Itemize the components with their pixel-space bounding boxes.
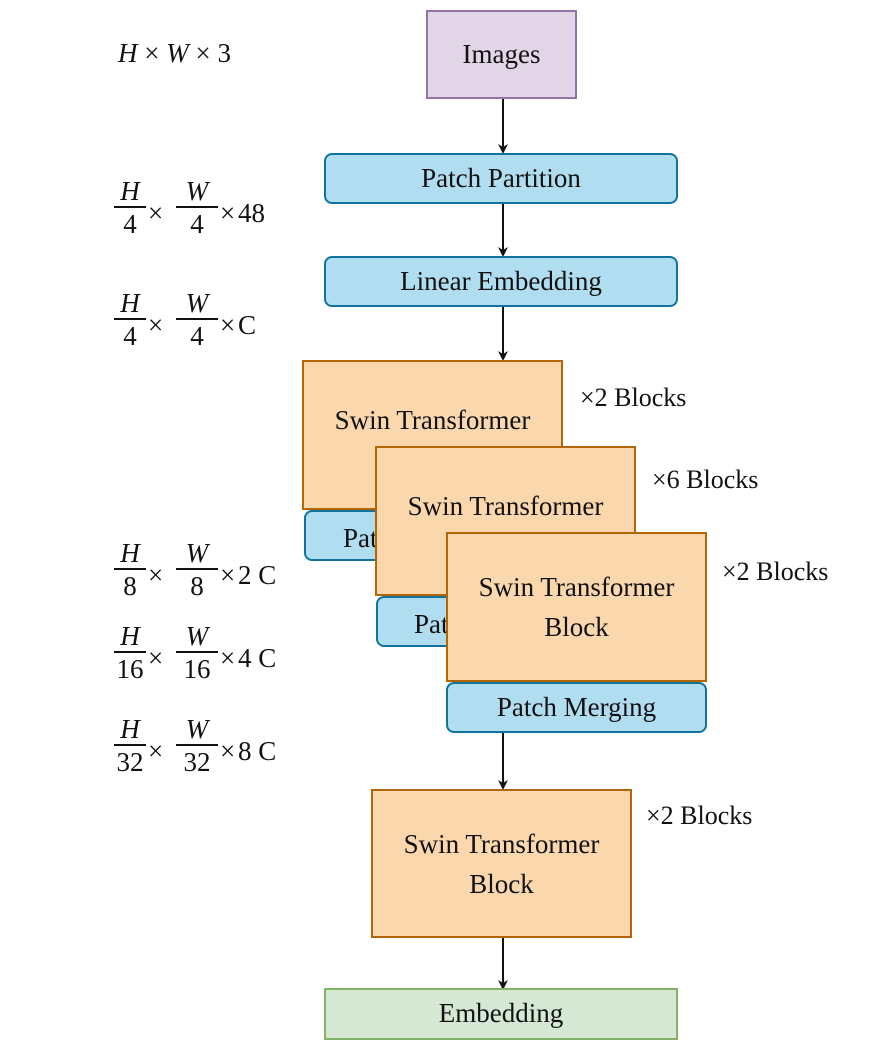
dim-d4-w-num: W xyxy=(185,621,209,651)
stage2-block-count: ×6 Blocks xyxy=(652,465,759,494)
dim-d2-h-num: H xyxy=(120,288,140,318)
times-sign: × xyxy=(148,736,164,766)
fraction-bar xyxy=(176,744,218,746)
stage4-swin-block-node: Swin Transformer Block xyxy=(371,789,632,938)
dim-d1-c: 48 xyxy=(238,198,265,228)
times-sign: × xyxy=(148,560,164,590)
fraction-bar xyxy=(176,318,218,320)
fraction-bar xyxy=(114,568,146,570)
embedding-output-node: Embedding xyxy=(324,988,678,1040)
dim-d1-h-num: H xyxy=(120,176,140,206)
fraction-bar xyxy=(114,744,146,746)
dim-d5-c: 8 C xyxy=(238,736,277,766)
dim-d5-h-num: H xyxy=(120,714,140,744)
dim-d4-c: 4 C xyxy=(238,643,277,673)
dim-d4-h-num: H xyxy=(120,621,140,651)
dim-d4-w-den: 16 xyxy=(183,654,211,684)
stage1-swin-block-node: Swin Transformer Block xyxy=(302,360,563,510)
stage3-swin-block-node: Swin Transformer Block xyxy=(446,532,707,682)
stage4-swin-block-label: Swin Transformer Block xyxy=(403,828,600,899)
times-sign: × xyxy=(195,38,211,68)
dim-d5-w-den: 32 xyxy=(183,747,211,777)
images-node: Images xyxy=(426,10,577,99)
patch-partition-label: Patch Partition xyxy=(421,162,581,193)
fraction-bar xyxy=(176,651,218,653)
dim-d1-w-den: 4 xyxy=(190,209,204,239)
dim-d5-h-den: 32 xyxy=(116,747,144,777)
times-sign: × xyxy=(148,198,164,228)
stage1-block-count: ×2 Blocks xyxy=(580,383,687,412)
times-sign: × xyxy=(220,198,236,228)
stage3-block-count: ×2 Blocks xyxy=(722,557,829,586)
dim-input-w: W xyxy=(166,38,189,68)
dim-d3-w-den: 8 xyxy=(190,571,204,601)
times-sign: × xyxy=(220,736,236,766)
fraction-bar xyxy=(114,318,146,320)
patch-partition-node: Patch Partition xyxy=(324,153,678,204)
fraction-bar xyxy=(114,206,146,208)
dim-d2-w-num: W xyxy=(185,288,209,318)
fraction-bar xyxy=(176,568,218,570)
times-sign: × xyxy=(148,643,164,673)
dim-d2-c: C xyxy=(238,310,257,340)
times-sign: × xyxy=(220,560,236,590)
dim-d4-h-den: 16 xyxy=(116,654,144,684)
dim-d5-w-num: W xyxy=(185,714,209,744)
stage3-swin-block-label: Swin Transformer Block xyxy=(478,572,675,642)
times-sign: × xyxy=(144,38,160,68)
dim-input-h: H xyxy=(118,38,138,68)
fraction-bar xyxy=(176,206,218,208)
linear-embedding-label: Linear Embedding xyxy=(400,265,602,296)
stage3-patch-merging-node: Patch Merging xyxy=(446,682,707,733)
images-label: Images xyxy=(462,38,541,69)
times-sign: × xyxy=(220,643,236,673)
dim-input: H × W × 3 xyxy=(118,38,231,69)
dim-d1-w-num: W xyxy=(185,176,209,206)
dim-d1-h-den: 4 xyxy=(123,209,137,239)
dim-d3-c: 2 C xyxy=(238,560,277,590)
dim-d3-w-num: W xyxy=(185,538,209,568)
dim-d2-h-den: 4 xyxy=(123,321,137,351)
times-sign: × xyxy=(220,310,236,340)
linear-embedding-node: Linear Embedding xyxy=(324,256,678,307)
times-sign: × xyxy=(148,310,164,340)
dim-input-c: 3 xyxy=(217,38,231,68)
dim-d2-w-den: 4 xyxy=(190,321,204,351)
dim-d3-h-num: H xyxy=(120,538,140,568)
embedding-output-label: Embedding xyxy=(438,998,564,1029)
stage4-block-count: ×2 Blocks xyxy=(646,801,753,830)
fraction-bar xyxy=(114,651,146,653)
stage3-patch-merging-label: Patch Merging xyxy=(496,691,657,722)
dim-d3-h-den: 8 xyxy=(123,571,137,601)
